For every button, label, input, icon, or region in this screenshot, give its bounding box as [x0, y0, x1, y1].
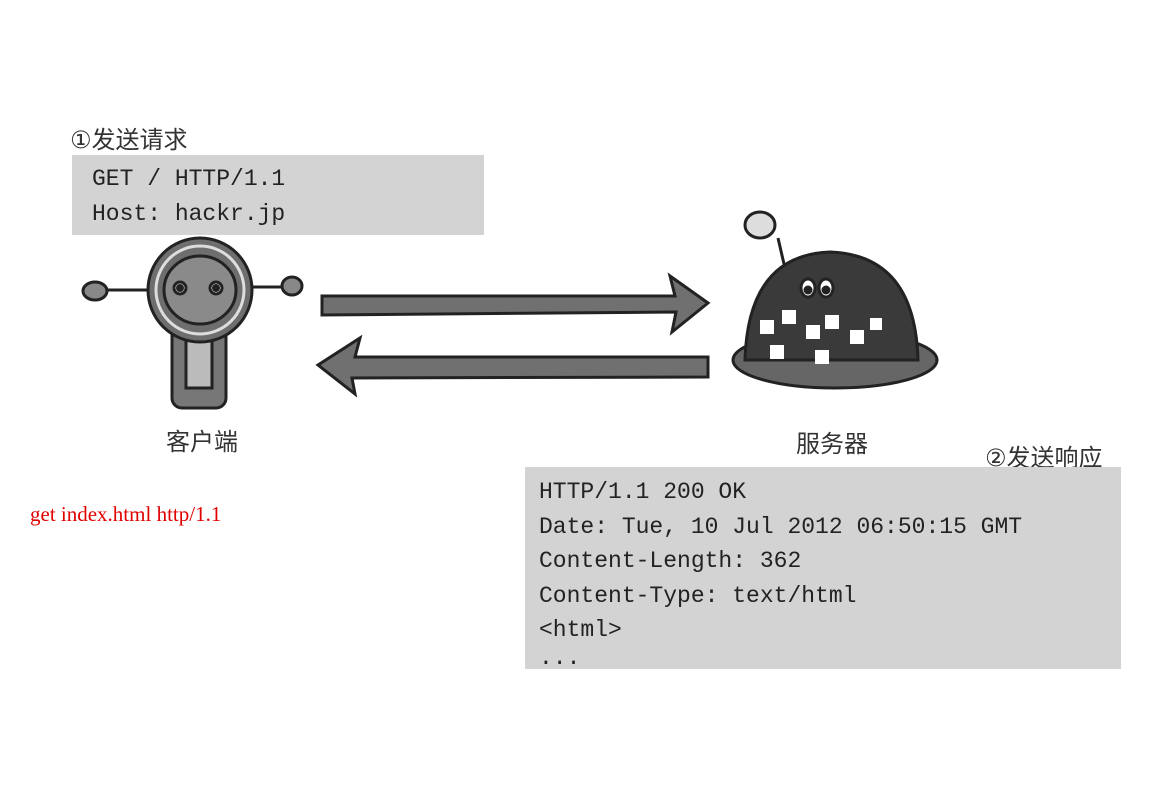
robot-server-icon — [731, 210, 939, 390]
response-arrow — [315, 334, 710, 398]
request-arrow — [320, 272, 711, 336]
response-line: ... — [539, 644, 581, 671]
response-line: <html> — [539, 617, 622, 643]
request-box: GET / HTTP/1.1 Host: hackr.jp — [72, 155, 484, 235]
client-label: 客户端 — [166, 428, 238, 456]
request-title: ①发送请求 — [70, 126, 188, 154]
response-line: Content-Type: text/html — [539, 582, 857, 609]
response-line: Date: Tue, 10 Jul 2012 06:50:15 GMT — [539, 513, 1023, 540]
response-box: HTTP/1.1 200 OK Date: Tue, 10 Jul 2012 0… — [525, 467, 1121, 669]
response-line: Content-Length: 362 — [539, 548, 802, 574]
request-line: Host: hackr.jp — [92, 200, 286, 227]
server-label: 服务器 — [796, 430, 868, 458]
response-line: HTTP/1.1 200 OK — [539, 479, 747, 505]
robot-client-icon — [81, 236, 304, 410]
request-line: GET / HTTP/1.1 — [92, 166, 286, 192]
red-note: get index.html http/1.1 — [30, 502, 222, 526]
